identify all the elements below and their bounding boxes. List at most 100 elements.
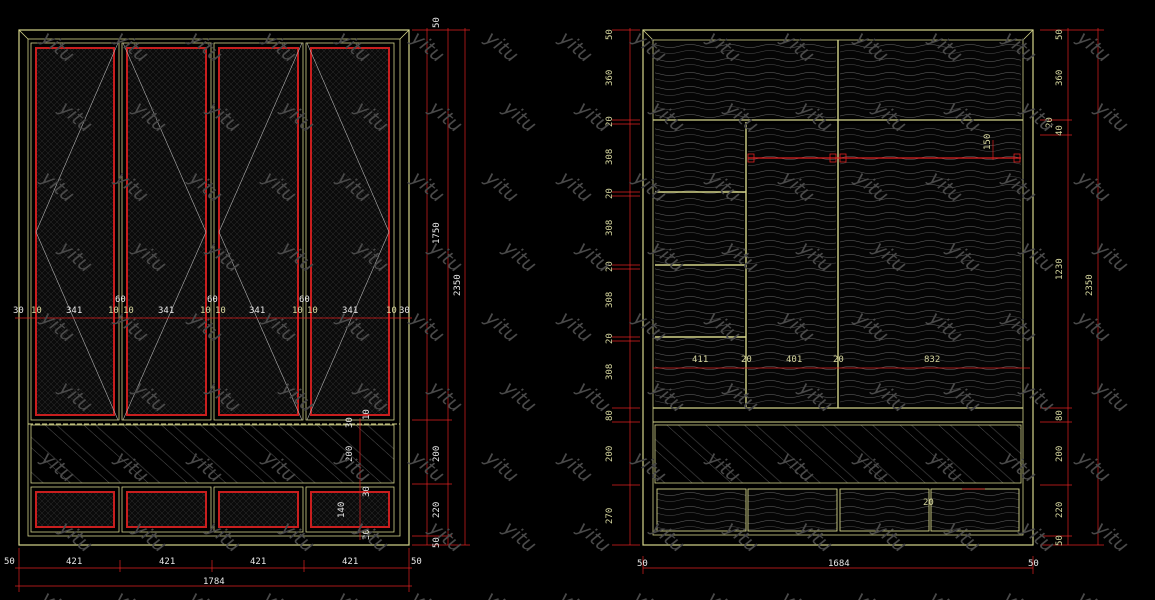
watermark-text: yitu [1090,96,1132,137]
watermark-text: yitu [406,586,448,600]
watermark-text: yitu [1016,376,1058,417]
interior-glass-band [654,424,1022,484]
dim-label: 10 [123,306,134,316]
front-dimension-lines [15,28,470,592]
dim-label: 20 [605,333,615,344]
dim-label: 200 [605,446,615,462]
watermark-text: yitu [1090,236,1132,277]
dim-label: 40 [1055,125,1065,136]
dim-label: 50 [605,29,615,40]
watermark-text: yitu [424,96,466,137]
dim-label: 1684 [828,559,850,569]
dim-label: 341 [66,306,82,316]
watermark-text: yitu [1090,516,1132,557]
watermark-text: yitu [498,516,540,557]
dim-label: 200 [1055,446,1065,462]
dim-label: 220 [432,502,442,518]
watermark-text: yitu [480,166,522,207]
interior-elevation: 50 360 20 308 20 308 20 308 20 308 80 20… [605,28,1104,574]
dim-label: 10 [362,409,372,420]
dim-label: 308 [605,292,615,308]
dim-label: 308 [605,149,615,165]
watermark-text: yitu [424,376,466,417]
watermark-text: yitu [332,586,374,600]
dim-label: 20 [605,188,615,199]
dim-label: 360 [1055,70,1065,86]
dim-label: 50 [1055,29,1065,40]
interior-dimension-lines [612,28,1104,574]
dim-label: 1230 [1055,258,1065,280]
upper-door-1 [30,42,120,421]
watermark-text: yitu [480,26,522,67]
dim-label: 50 [432,17,442,28]
dim-label: 60 [299,295,310,305]
watermark-text: yitu [628,586,670,600]
front-carcass-inner [27,38,401,537]
dim-label: 200 [345,446,355,462]
overall-width-label: 1784 [203,577,225,587]
dim-label: 80 [1055,410,1065,421]
dim-label: 50 [411,557,422,567]
dim-label: 421 [250,557,266,567]
dim-label: 50 [637,559,648,569]
watermark-text: yitu [998,586,1040,600]
interior-drawers [656,488,1020,532]
front-glass-band [30,424,395,484]
dim-label: 20 [1045,117,1055,128]
watermark-text: yitu [480,306,522,347]
watermark-text: yitu [1016,516,1058,557]
top-compartment-left [655,42,836,118]
watermark-text: yitu [850,586,892,600]
watermark-text: yitu [498,96,540,137]
dim-label: 80 [605,410,615,421]
watermark-text: yitu [480,446,522,487]
watermark-text: yitu [424,516,466,557]
dim-label: 30 [13,306,24,316]
watermark-text: yitu [1016,96,1058,137]
watermark-text: yitu [406,446,448,487]
front-carcass-outline [18,29,410,546]
dim-label: 60 [207,295,218,305]
upper-door-4 [305,42,395,421]
interior-right-dims: 50 360 20 40 1230 80 200 220 50 2350 [1045,29,1095,546]
watermark-text: yitu [406,166,448,207]
rail-dim-label: 150 [983,134,993,150]
dim-label: 341 [158,306,174,316]
dim-label: 10 [108,306,119,316]
front-bottom-dims: 50 421 421 421 421 50 1784 [4,557,422,587]
watermark-text: yitu [1016,236,1058,277]
upper-door-3 [213,42,304,421]
dim-label: 30 [345,417,355,428]
dim-label: 50 [432,537,442,548]
watermark-text: yitu [1072,166,1114,207]
dim-label: 20 [605,261,615,272]
dim-label: 270 [605,508,615,524]
dim-label: 10 [292,306,303,316]
interior-bottom-dims: 50 1684 50 [637,559,1039,569]
dim-label: 60 [115,295,126,305]
watermark-text: yitu [554,166,596,207]
watermark-text: yitu [1072,306,1114,347]
watermark-text: yitu [498,376,540,417]
watermark-text: yitu [110,586,152,600]
watermark-text: yitu [480,586,522,600]
dim-label: 10 [386,306,397,316]
watermark-text: yitu [406,306,448,347]
watermark-text: yitu [1072,586,1114,600]
hanging-rail [747,153,1021,163]
dim-label: 421 [66,557,82,567]
watermark-text: yitu [554,446,596,487]
hanging-section-right [840,124,1021,406]
watermark-text: yitu [258,586,300,600]
watermark-text: yitu [554,26,596,67]
dim-label: 20 [741,355,752,365]
dim-label: 421 [342,557,358,567]
overall-height-label: 2350 [453,274,463,296]
dim-label: 20 [833,355,844,365]
dim-label: 200 [432,446,442,462]
front-right-dims: 50 1750 200 220 50 2350 [432,17,463,548]
dim-label: 20 [605,116,615,127]
dim-label: 10 [215,306,226,316]
hanging-section-middle [748,124,836,406]
